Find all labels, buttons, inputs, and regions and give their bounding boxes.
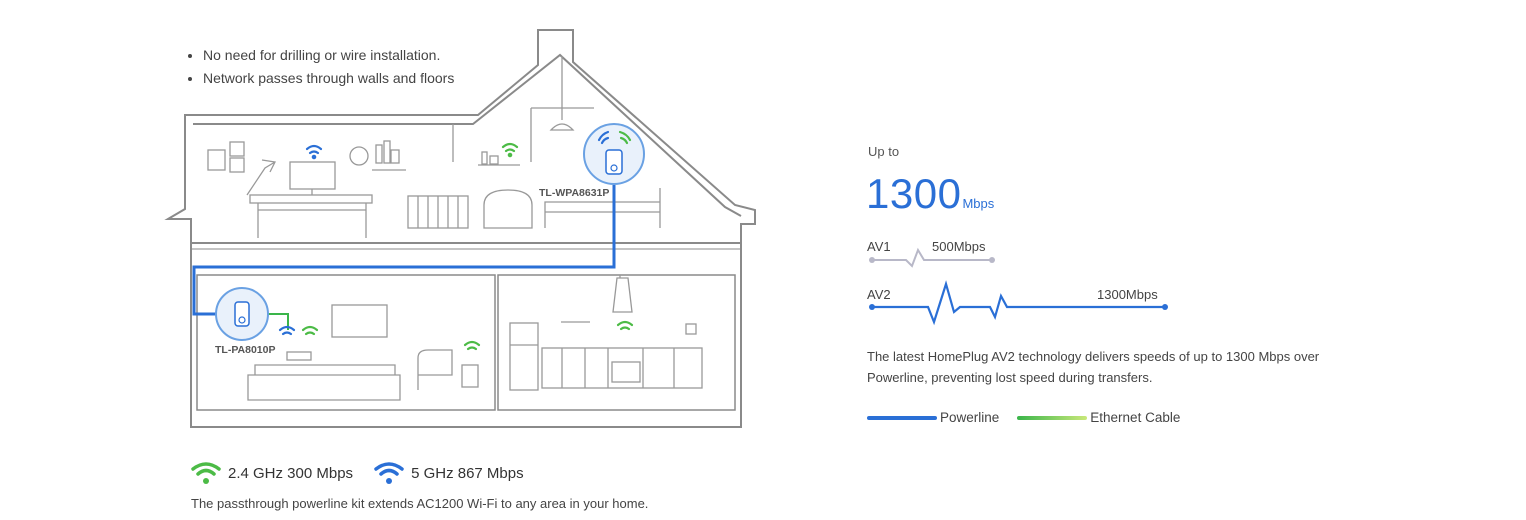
powerline-swatch [867, 415, 937, 420]
caption: The passthrough powerline kit extends AC… [191, 496, 649, 511]
wifi-5ghz-icon [305, 144, 323, 160]
speed-unit: Mbps [962, 196, 995, 211]
extender-label: TL-WPA8631P [539, 187, 609, 199]
av-comparison: AV1 500Mbps AV2 1300Mbps [867, 239, 1168, 326]
wifi-24ghz-icon [463, 340, 481, 351]
adapter-label: TL-PA8010P [215, 344, 276, 356]
speed-value-block: 1300Mbps [866, 170, 994, 218]
band-24ghz-label: 2.4 GHz 300 Mbps [228, 464, 354, 482]
powerline-label: Powerline [940, 410, 1000, 425]
cable-legend: Powerline Ethernet Cable [867, 410, 1180, 425]
wifi-5ghz-icon [597, 130, 610, 145]
wifi-24ghz-icon [618, 130, 632, 145]
feature-item: Network passes through walls and floors [203, 67, 454, 90]
powerline-cable [192, 185, 616, 316]
av1-signal [872, 247, 992, 268]
speed-value: 1300 [866, 170, 962, 217]
av2-signal [872, 280, 1165, 326]
wifi-5ghz-icon [374, 462, 404, 484]
speed-prefix: Up to [868, 144, 900, 159]
wifi-band-legend: 2.4 GHz 300 Mbps 5 GHz 867 Mbps [190, 460, 544, 486]
ethernet-label: Ethernet Cable [1090, 410, 1181, 425]
feature-item: No need for drilling or wire installatio… [203, 44, 454, 67]
av1-speed: 500Mbps [932, 239, 986, 254]
ethernet-swatch [1017, 415, 1088, 420]
description: The latest HomePlug AV2 technology deliv… [867, 349, 1320, 385]
band-24ghz: 2.4 GHz 300 Mbps [190, 460, 353, 486]
av2-speed: 1300Mbps [1097, 287, 1158, 302]
av1-label: AV1 [867, 239, 891, 254]
house-illustration: TL-WPA8631P TL-PA8010P [164, 29, 756, 428]
wifi-24ghz-icon [501, 142, 519, 158]
band-5ghz-label: 5 GHz 867 Mbps [411, 464, 524, 482]
av2-label: AV2 [867, 287, 891, 302]
band-5ghz: 5 GHz 867 Mbps [373, 460, 524, 486]
feature-list: No need for drilling or wire installatio… [186, 44, 454, 90]
wifi-24ghz-icon [301, 325, 319, 336]
wifi-5ghz-icon [278, 325, 296, 336]
wifi-24ghz-icon [191, 462, 221, 484]
ethernet-cable [262, 313, 289, 330]
wifi-24ghz-icon [616, 320, 634, 331]
